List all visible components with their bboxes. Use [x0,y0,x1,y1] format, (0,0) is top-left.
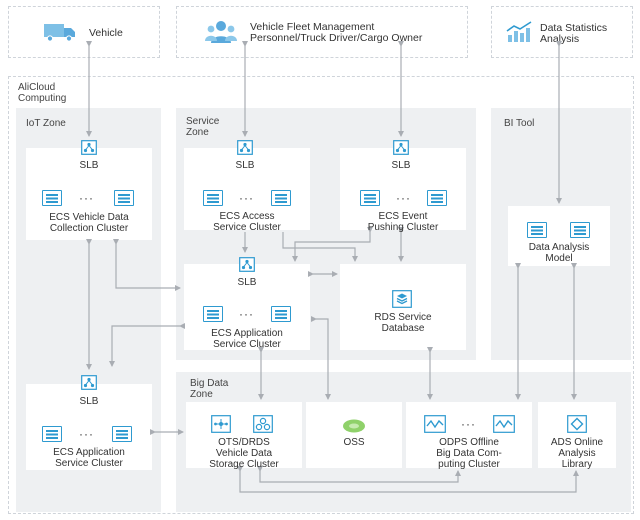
ecs-event-card [340,148,466,230]
server-icon [271,190,291,206]
server-icon [360,190,380,206]
fleet-label-line2: Personnel/Truck Driver/Cargo Owner [250,32,423,44]
iot-zone-label: IoT Zone [26,118,66,129]
chart-icon [506,21,532,42]
ecs-app-service-label: ECS Application Service Cluster [211,328,283,350]
slb-label-iot-bottom: SLB [79,396,99,407]
fleet-box: Vehicle Fleet Management Personnel/Truck… [176,6,468,58]
ellipsis: ··· [461,417,476,431]
slb-label-access: SLB [235,160,255,171]
server-icon [112,426,132,442]
slb-label-app: SLB [237,277,257,288]
service-zone-label-line1: Service [186,116,220,127]
ellipsis: ··· [239,307,254,321]
ads-card [538,402,616,468]
server-icon [427,190,447,206]
wire-ots-ads-bottom [237,466,579,493]
alicloud-label: AliCloud Computing [18,82,66,104]
oss-icon [343,419,365,433]
alicloud-label-line1: AliCloud [18,82,56,93]
slb-icon-access [237,140,253,155]
ecs-event-label: ECS Event Pushing Cluster [367,211,439,233]
bigdata-zone-label-line1: Big Data [190,378,229,389]
service-zone-label-line2: Zone [186,127,209,138]
odps-card [406,402,532,468]
oss-card [306,402,402,468]
fleet-label-line1: Vehicle Fleet Management [250,21,375,33]
slb-label-iot-top: SLB [79,160,99,171]
people-icon [205,21,237,43]
server-icon [42,190,62,206]
ecs-access-card [184,148,310,230]
stats-label: Data Statistics Analysis [540,23,607,45]
ots-label: OTS/DRDS Vehicle Data Storage Cluster [209,437,279,470]
server-icon [203,306,223,322]
server-icon [570,222,590,238]
data-analysis-label: Data Analysis Model [528,242,590,264]
cluster-icon [253,415,273,433]
slb-icon-event [393,140,409,155]
service-zone-label: Service Zone [186,116,219,138]
ecs-vehicle-label: ECS Vehicle Data Collection Cluster [49,212,129,234]
ellipsis: ··· [79,191,94,205]
odps-label: ODPS Offline Big Data Com- puting Cluste… [436,437,502,470]
data-analysis-card [508,206,610,266]
stats-label-line1: Data Statistics [540,22,608,34]
ecs-access-label: ECS Access Service Cluster [213,211,281,233]
server-icon [114,190,134,206]
oss-label: OSS [343,437,365,448]
network-icon [211,415,231,433]
alicloud-region [8,76,634,514]
slb-icon-app [239,257,255,272]
stats-box: Data Statistics Analysis [491,6,633,58]
vehicle-box: Vehicle [8,6,160,58]
diamond-icon [567,415,587,433]
fleet-label: Vehicle Fleet Management Personnel/Truck… [250,22,422,44]
ots-card [186,402,302,468]
server-icon [271,306,291,322]
stats-label-line2: Analysis [540,33,580,45]
waveform-icon [493,415,515,433]
ellipsis: ··· [396,191,411,205]
slb-icon-iot-bottom [81,375,97,390]
ellipsis: ··· [79,427,94,441]
wire-appservice-oss [311,316,331,400]
wire-appservice-iotapp [109,323,185,367]
wire-access-rds [282,232,358,262]
truck-icon [44,24,75,42]
waveform-icon [424,415,446,433]
slb-label-event: SLB [391,160,411,171]
ellipsis: ··· [239,191,254,205]
slb-icon-iot-top [81,140,97,155]
server-icon [42,426,62,442]
bi-zone-label: BI Tool [504,118,535,129]
rds-label: RDS Service Database [374,312,432,334]
server-icon [203,190,223,206]
wire-vehicle-appservice [113,239,181,291]
ads-label: ADS Online Analysis Library [550,437,604,470]
bigdata-zone-label: Big Data Zone [190,378,228,400]
server-icon [527,222,547,238]
wire-ots-odps-bottom [257,466,461,483]
ecs-app-iot-label: ECS Application Service Cluster [53,447,125,469]
database-icon [392,290,412,308]
wire-event-access [292,227,373,262]
bigdata-zone-label-line2: Zone [190,389,213,400]
alicloud-label-line2: Computing [18,93,67,104]
vehicle-label: Vehicle [89,27,123,39]
